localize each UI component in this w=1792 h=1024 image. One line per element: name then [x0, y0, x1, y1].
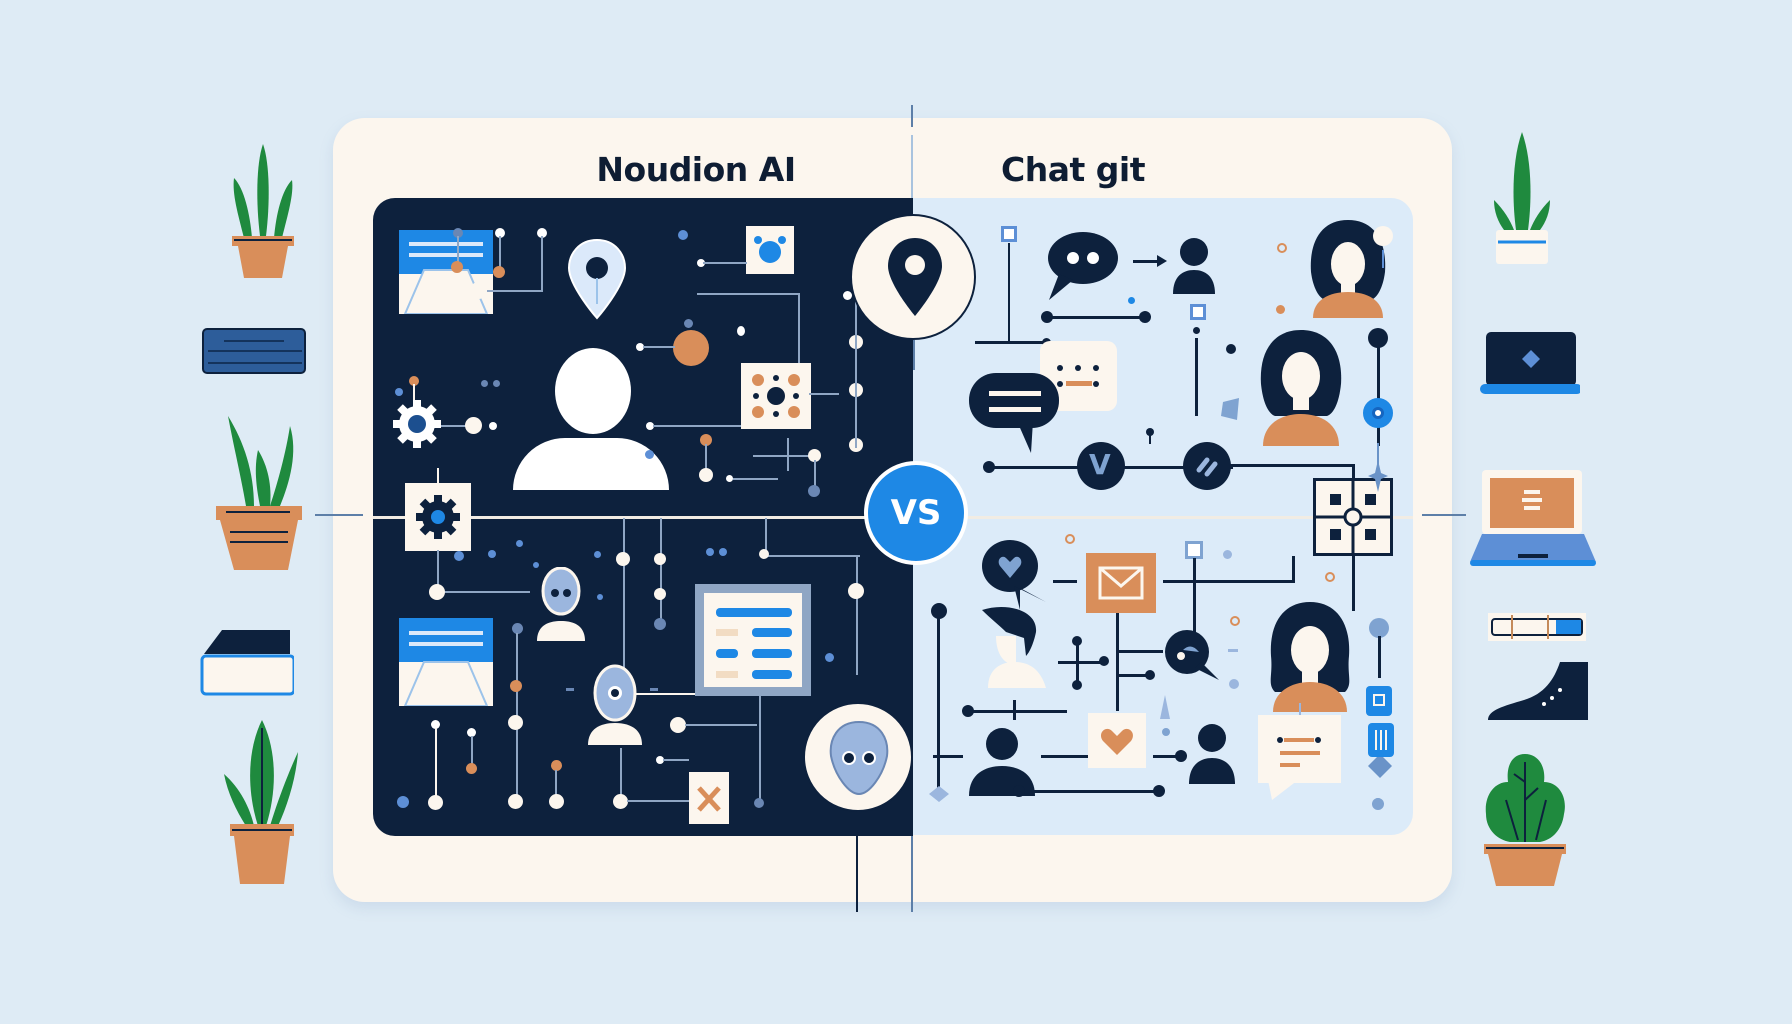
woman-avatar-icon-3 — [1270, 602, 1350, 712]
document-icon-2 — [399, 618, 493, 706]
user-icon-2 — [969, 728, 1035, 796]
usb-drive-icon — [1488, 613, 1586, 641]
vs-label: VS — [890, 493, 942, 533]
connector-line-left — [315, 514, 363, 516]
left-panel — [373, 198, 913, 836]
shoe-icon — [1484, 660, 1594, 724]
bird-card-icon — [746, 226, 794, 274]
vs-badge: VS — [864, 461, 968, 565]
right-panel: V — [913, 198, 1413, 835]
user-icon-3 — [1189, 724, 1235, 784]
map-pin-icon — [888, 238, 942, 316]
network-node-icon — [741, 363, 811, 429]
woman-avatar-icon — [1310, 220, 1386, 318]
keyboard-icon — [202, 328, 306, 374]
map-pin-icon — [567, 238, 627, 320]
laptop-icon — [1480, 330, 1580, 396]
alien-avatar-icon-2 — [588, 664, 642, 745]
document-icon — [399, 230, 493, 314]
gear-card-icon — [405, 483, 471, 551]
link-icon — [1183, 442, 1231, 490]
user-head-icon — [555, 348, 631, 434]
plant-icon — [1494, 132, 1550, 264]
alien-face-icon — [829, 720, 889, 796]
user-body-icon — [513, 438, 669, 490]
chat-small-icon — [1165, 630, 1219, 680]
user-icon — [1173, 238, 1215, 294]
plant-icon — [232, 144, 294, 278]
laptop-icon-2 — [1468, 468, 1598, 568]
divider-bottom-left — [856, 812, 858, 912]
tablet-icon — [1366, 686, 1392, 716]
alien-badge — [803, 702, 913, 812]
plant-icon — [1484, 754, 1566, 886]
chat-bubble-icon — [1048, 232, 1118, 300]
woman-avatar-icon-2 — [1260, 330, 1342, 446]
grid-target-icon — [1313, 478, 1393, 556]
divider-bottom-right — [911, 836, 913, 912]
location-badge — [850, 214, 976, 340]
plant-icon — [224, 720, 298, 884]
right-panel-title: Chat git — [1001, 150, 1145, 189]
message-card-icon — [1258, 715, 1341, 783]
plant-icon — [216, 416, 302, 570]
book-icon — [200, 628, 294, 696]
heart-icon — [1088, 713, 1146, 768]
man-avatar-icon — [982, 606, 1046, 688]
connector-line-right — [1422, 514, 1466, 516]
left-panel-title: Noudion AI — [596, 150, 796, 189]
list-card-icon — [695, 584, 811, 696]
divider-top-lower — [911, 135, 913, 200]
divider-top — [911, 105, 913, 127]
heart-chat-icon — [982, 540, 1046, 610]
coffee-icon — [673, 330, 709, 366]
chat-message-icon — [969, 373, 1059, 453]
mail-icon — [1086, 553, 1156, 613]
alien-avatar-icon — [537, 567, 585, 641]
gear-icon — [393, 400, 441, 448]
v-icon — [1077, 442, 1125, 490]
close-icon — [689, 772, 729, 824]
